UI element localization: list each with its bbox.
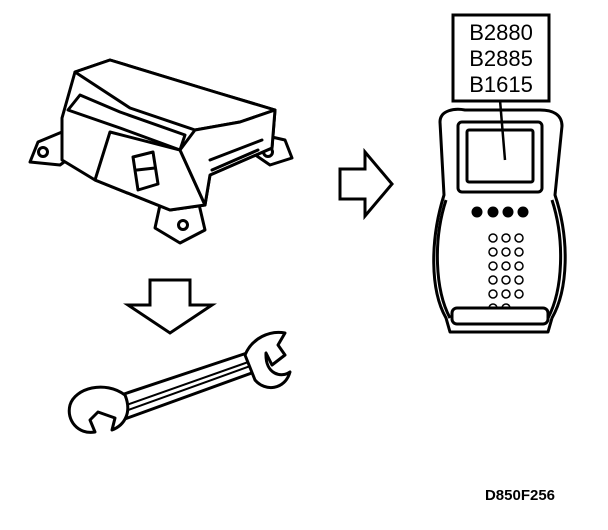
code-callout: B2880 B2885 B1615	[451, 13, 551, 161]
code-3: B1615	[469, 72, 533, 97]
scan-tool-icon	[432, 107, 567, 334]
airbag-control-module-icon	[28, 58, 294, 245]
wrench-icon	[67, 330, 292, 434]
arrow-down-icon	[123, 278, 217, 335]
figure-id: D850F256	[485, 487, 555, 504]
arrow-right-icon	[338, 147, 394, 221]
code-1: B2880	[469, 20, 533, 45]
code-2: B2885	[469, 46, 533, 71]
